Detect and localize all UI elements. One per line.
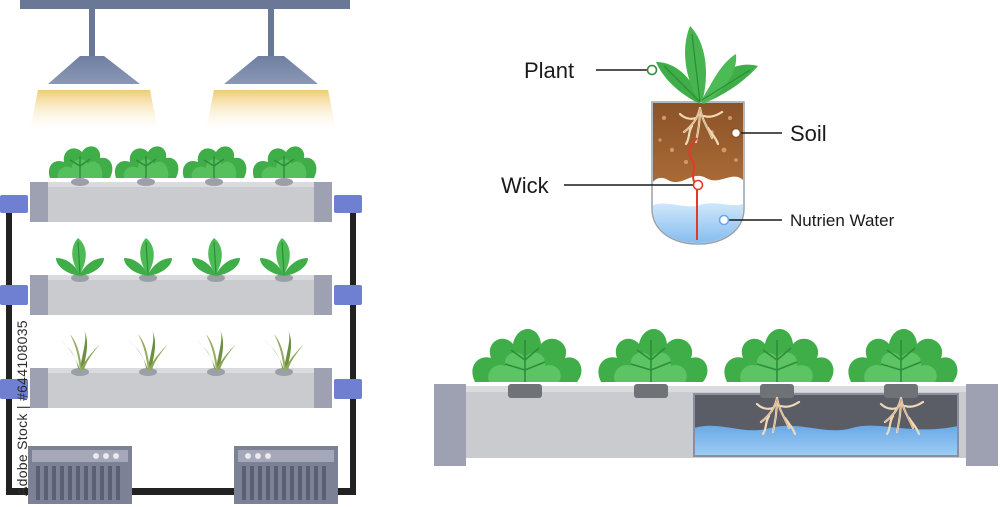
- plant-icon: [60, 330, 100, 370]
- pipe-connector-icon: [334, 195, 362, 213]
- wick-marker: [692, 179, 704, 191]
- soil-layer: [653, 103, 743, 183]
- label-wick: Wick: [501, 173, 550, 198]
- pipe-cutaway: [693, 393, 959, 457]
- plant-icon: [259, 237, 309, 277]
- pipe-connector-icon: [334, 379, 362, 399]
- pump-unit-icon: [28, 446, 132, 504]
- plant-row-large-lettuce: [471, 328, 959, 383]
- horizontal-hydroponic-pipe: [434, 328, 998, 466]
- pipe-connector-icon: [0, 285, 28, 305]
- plant-icon: [597, 328, 709, 383]
- plant-icon: [55, 237, 105, 277]
- plant-icon: [252, 145, 318, 179]
- label-nutrient-water: Nutrien Water: [790, 211, 895, 230]
- watermark: Adobe Stock | #644108035: [12, 268, 30, 498]
- water-marker: [718, 214, 730, 226]
- plant-marker: [646, 64, 658, 76]
- grow-lamp-icon: [206, 56, 336, 130]
- pipe-tier-2: [0, 275, 362, 315]
- pipe-cap-right: [966, 384, 998, 466]
- plant-icon: [723, 328, 835, 383]
- plant-icon: [471, 328, 583, 383]
- plant-icon: [191, 237, 241, 277]
- pipe-tier-3: [0, 368, 362, 408]
- pipe-tier-1: [0, 182, 362, 222]
- pipe-connector-icon: [334, 285, 362, 305]
- label-plant: Plant: [524, 58, 574, 83]
- plant-icon: [847, 328, 959, 383]
- wick: [688, 137, 698, 240]
- soil-marker: [730, 127, 742, 139]
- wick-system-diagram: Plant Soil Wick Nutrien Water: [501, 26, 895, 245]
- plant-row-lettuce: [48, 145, 318, 186]
- pipe-cap-left: [434, 384, 466, 466]
- plant-icon: [128, 330, 168, 370]
- label-soil: Soil: [790, 121, 827, 146]
- ceiling-bar: [20, 0, 350, 9]
- plant-icon: [196, 330, 236, 370]
- plant-icon: [114, 145, 180, 179]
- vertical-hydroponic-rack: [0, 0, 362, 504]
- watermark-text: Adobe Stock | #644108035: [14, 320, 30, 496]
- pipe-connector-icon: [0, 379, 28, 399]
- plant-row-herbs: [60, 330, 304, 376]
- plant-icon: [48, 145, 114, 179]
- grow-lamp-icon: [30, 56, 158, 130]
- plant-icon: [182, 145, 248, 179]
- plant-icon: [264, 330, 304, 370]
- plant-icon: [123, 237, 173, 277]
- pump-unit-icon: [234, 446, 338, 504]
- plant-row-spinach: [55, 237, 309, 282]
- rack-frame: [6, 200, 356, 495]
- plant-icon: [656, 26, 758, 104]
- pipe-connector-icon: [0, 195, 28, 213]
